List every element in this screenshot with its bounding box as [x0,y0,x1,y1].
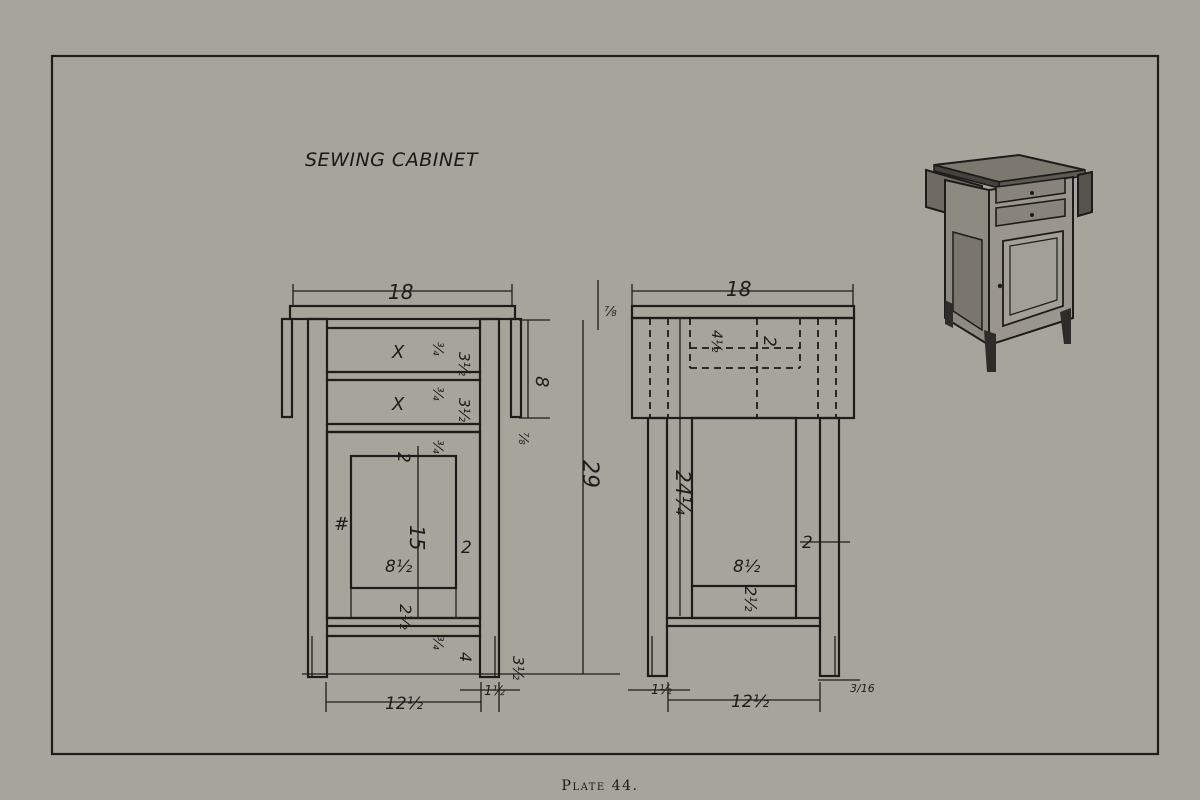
dim-front-stile: 2 [393,452,413,463]
dim-front-rail-1: ¾ [429,342,445,356]
perspective-sketch [925,153,1093,372]
front-dimensions: 18 8 29 15 2 2 2½ 8½ 3½ 3½ 3½ 4 12½ 1½ ¾… [334,280,602,714]
dim-side-bottom-width: 12½ [731,692,770,712]
side-right-leg [818,416,841,678]
dim-side-leg-height: 24¼ [671,470,695,515]
mark-door-latch: # [334,514,349,535]
plate-caption: Plate 44. [561,778,639,794]
dim-front-leg-height: 4 [456,652,475,662]
dim-front-drawer-2: 3½ [455,398,473,423]
dim-front-leg-width: 1½ [484,684,505,699]
dim-side-leg-width: 1½ [651,683,672,698]
dim-front-apron: 8 [531,376,552,387]
drawing-border [50,54,1160,756]
mark-drawer-2: X [391,394,405,415]
side-top-board [630,304,856,320]
dim-front-height: 29 [577,460,602,488]
front-door-panel [349,454,458,590]
dim-front-rail-2: ¾ [429,387,445,401]
dim-side-stile: 2 [802,533,813,553]
dim-side-rail: 2 [759,336,779,347]
dim-front-drawer-1: 3½ [455,352,473,377]
side-elevation [597,280,860,712]
dim-front-panel-height: 15 [405,525,429,550]
side-left-leg [646,416,669,678]
front-left-leg [306,317,329,679]
dim-front-bottom-width: 12½ [385,694,424,714]
dim-front-bottom-rail: 2½ [396,604,415,630]
dim-side-bottom-rail: 2½ [741,586,760,612]
dim-front-rail: 2 [461,538,472,558]
drawing-title: SEWING CABINET [305,149,479,171]
dim-side-drawer-depth: 4½ [708,330,724,353]
dim-side-panel-width: 8½ [733,557,761,577]
mark-drawer-1: X [391,342,405,363]
front-left-leaf [280,317,294,419]
dim-side-taper: 3/16 [850,682,875,695]
front-right-leaf [509,317,523,419]
dim-front-leg-foot: 3½ [509,656,527,681]
front-elevation [280,284,620,712]
side-dimensions: 18 ⅞ 2 24¼ 8½ 2½ 2 1½ 12½ 3/16 4½ [604,277,875,712]
dim-side-top-thickness: ⅞ [604,305,617,320]
dim-front-rail-4: ¾ [429,636,445,650]
dim-front-panel-width: 8½ [385,557,413,577]
front-right-leg [478,317,501,679]
front-top-board [288,304,517,321]
dim-front-width: 18 [388,280,413,304]
dim-side-width: 18 [726,277,751,301]
dim-front-rail-3: ¾ [429,440,445,454]
dim-front-leaf: ⅞ [515,432,530,445]
